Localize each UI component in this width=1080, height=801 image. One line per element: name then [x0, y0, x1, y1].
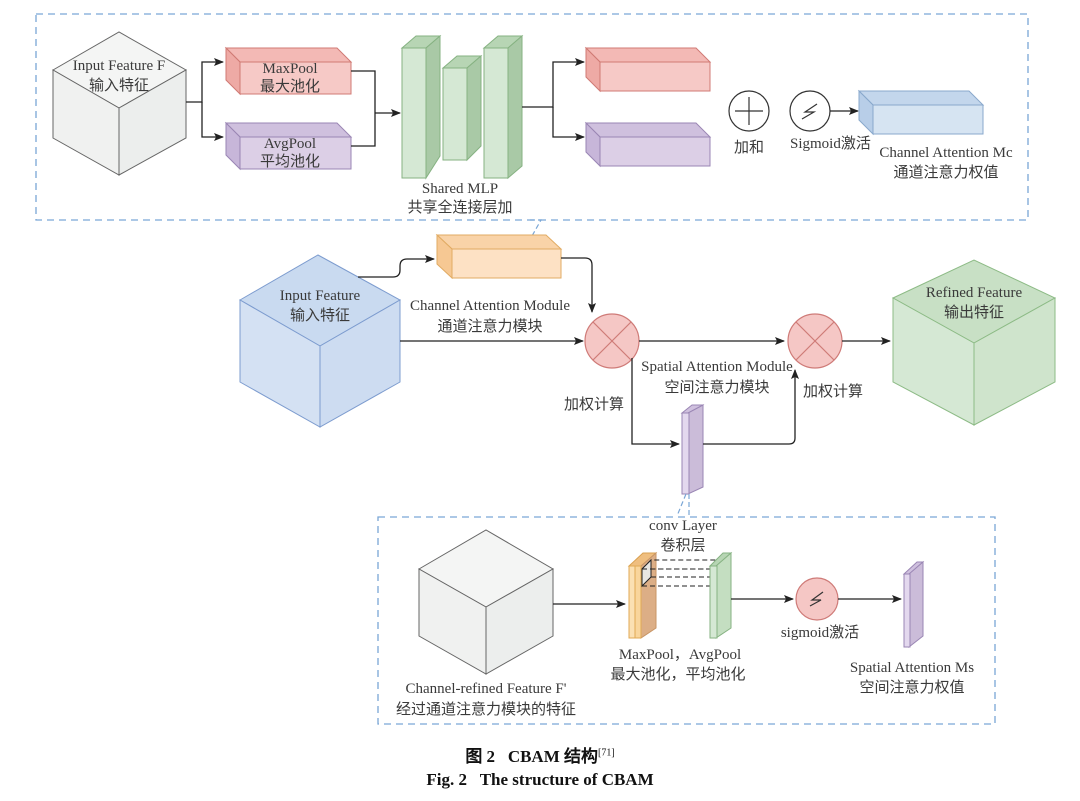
refined-feature-cube: Refined Feature 输出特征 [891, 259, 1057, 426]
sam-cn-label: 空间注意力模块 [664, 378, 769, 396]
spatial-attention-module-bar [680, 404, 705, 495]
maxpool-en-label: MaxPool [262, 61, 317, 77]
pool-cn-label: 最大池化，平均池化 [610, 665, 745, 683]
sum-operator: 加和 [728, 90, 770, 156]
spatial-attention-en-label: Spatial Attention Ms [850, 660, 974, 676]
conv-layer-en-label: conv Layer [649, 518, 717, 534]
spatial-attention-cn-label: 空间注意力权值 [859, 678, 964, 696]
main-input-feature-cube: Input Feature 输入特征 [238, 254, 402, 428]
weighted-calc-label-1: 加权计算 [564, 395, 624, 413]
caption-reference[interactable]: [71] [598, 747, 615, 759]
merge-line [351, 70, 376, 147]
mlp-max-output-block [584, 46, 712, 93]
refined-feature-cn-label: 输出特征 [944, 303, 1004, 321]
input-feature-en-label: Input Feature F [73, 58, 165, 74]
figure-caption-en: Fig. 2 The structure of CBAM [0, 770, 1080, 790]
arrow-to-maxpool [186, 58, 224, 103]
channel-attention-detail-panel: Input Feature F 输入特征 MaxPool 最大池化 AvgPoo… [35, 13, 1029, 221]
sigmoid-icon [789, 90, 831, 132]
mlp-avg-output-block [584, 121, 712, 168]
main-input-en-label: Input Feature [280, 288, 361, 304]
channel-attention-en-label: Channel Attention Mc [879, 145, 1013, 161]
sum-label: 加和 [734, 138, 764, 156]
channel-attention-module-block [435, 233, 563, 280]
spatial-attention-ms-bar [902, 560, 925, 649]
avgpool-block: AvgPool 平均池化 [224, 121, 353, 171]
channel-refined-feature-cube [417, 529, 555, 675]
sigmoid-label: Sigmoid激活 [790, 135, 871, 152]
main-input-cn-label: 输入特征 [290, 306, 350, 324]
cam-cn-label: 通道注意力模块 [437, 317, 542, 335]
channel-refined-cn-label: 经过通道注意力模块的特征 [396, 700, 576, 718]
pool-en-label: MaxPool，AvgPool [619, 647, 741, 663]
caption-cn-title: CBAM 结构 [507, 747, 599, 766]
sigmoid-icon [795, 577, 839, 621]
weighted-calc-label-2: 加权计算 [803, 382, 863, 400]
multiply-operator-2 [787, 313, 843, 369]
avgpool-cn-label: 平均池化 [260, 152, 320, 170]
spatial-sigmoid-operator [795, 577, 839, 621]
caption-cn-prefix: 图 2 [465, 747, 496, 766]
maxpool-cn-label: 最大池化 [260, 77, 320, 95]
main-flow: Input Feature 输入特征 Channel Attention Mod… [238, 233, 1057, 495]
channel-refined-en-label: Channel-refined Feature F' [406, 681, 567, 697]
arrow-to-max-out [522, 58, 585, 108]
arrow-sam-to-multiply [703, 369, 799, 445]
arrow-to-avg-out [552, 107, 585, 141]
channel-attention-cn-label: 通道注意力权值 [893, 163, 998, 181]
caption-en-prefix: Fig. 2 [426, 770, 467, 789]
spatial-sigmoid-label: sigmoid激活 [781, 624, 859, 641]
input-feature-cube: Input Feature F 输入特征 [51, 31, 188, 176]
arrow-to-cam [358, 255, 435, 278]
input-feature-cn-label: 输入特征 [89, 76, 149, 94]
pooled-maps-orange [627, 551, 658, 639]
shared-mlp-en-label: Shared MLP [422, 181, 498, 197]
zoom-pointer-top [530, 219, 543, 237]
shared-mlp-cn-label: 共享全连接层加 [407, 198, 512, 216]
cam-en-label: Channel Attention Module [410, 298, 570, 314]
channel-attention-mc-block: Channel Attention Mc 通道注意力权值 [857, 89, 1013, 181]
arrow-to-avgpool [201, 102, 224, 141]
conv-output-map-green [708, 551, 733, 639]
maxpool-block: MaxPool 最大池化 [224, 46, 353, 96]
avgpool-en-label: AvgPool [264, 136, 316, 152]
dashed-frame [377, 516, 996, 725]
shared-mlp-block: Shared MLP 共享全连接层加 [400, 34, 524, 216]
refined-feature-en-label: Refined Feature [926, 285, 1023, 301]
arrow-to-sam [631, 358, 680, 448]
conv-layer-cn-label: 卷积层 [660, 536, 705, 554]
figure-caption-cn: 图 2 CBAM 结构[71] [0, 742, 1080, 767]
multiply-operator-1 [584, 313, 640, 369]
spatial-attention-detail-panel: conv Layer 卷积层 Channel-refined Feature F… [377, 516, 996, 725]
arrow-cam-to-multiply [561, 257, 596, 313]
sam-en-label: Spatial Attention Module [641, 359, 793, 375]
caption-en-title: The structure of CBAM [479, 770, 654, 789]
zoom-pointer-bottom [676, 493, 690, 517]
